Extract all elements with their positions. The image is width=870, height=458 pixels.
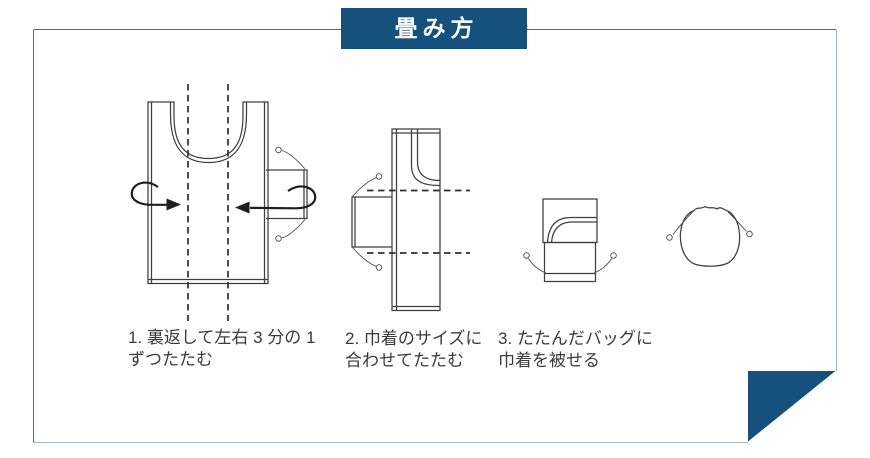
step3-label: 3. たたんだバッグに 巾着を被せる (498, 328, 653, 371)
step2-folded-strip-illustration (351, 128, 441, 312)
step3-label-line1: 3. たたんだバッグに (498, 329, 653, 348)
step4-drawstring-pouch-illustration (666, 205, 753, 267)
step1-fold-arrows (130, 181, 317, 214)
step1-fold-guide-dashed-lines (187, 84, 229, 321)
page-title: 畳み方 (394, 15, 479, 41)
step1-bag-illustration (147, 101, 308, 285)
step3-folded-bag-with-pouch-illustration (523, 198, 617, 283)
step2-fold-guide-dashed-lines (367, 189, 470, 254)
step1-label-line1: 1. 裏返して左右 3 分の 1 (128, 328, 316, 347)
step2-label: 2. 巾着のサイズに 合わせてたたむ (345, 328, 482, 371)
step1-label: 1. 裏返して左右 3 分の 1 ずつたたむ (128, 327, 315, 370)
title-banner: 畳み方 (341, 8, 527, 49)
step2-label-line1: 2. 巾着のサイズに (345, 329, 483, 348)
step1-label-line2: ずつたたむ (128, 349, 213, 369)
step2-label-line2: 合わせてたたむ (345, 350, 464, 370)
step3-label-line2: 巾着を被せる (498, 350, 600, 370)
